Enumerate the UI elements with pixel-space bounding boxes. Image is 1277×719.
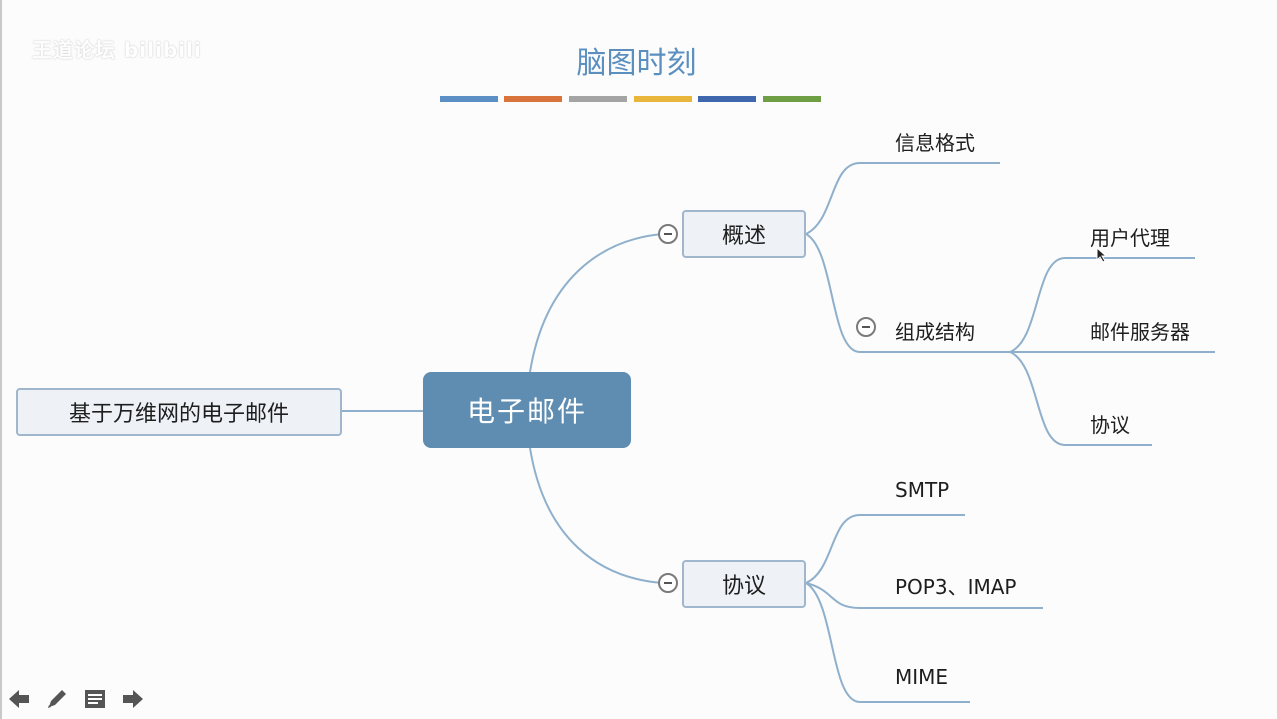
connector-user-agent [1009,257,1195,353]
connector-overview [529,233,663,373]
connector-info-format [805,162,1000,235]
connector-mime [805,582,970,703]
leaf-sub-protocol[interactable]: 协议 [1090,413,1130,437]
branch-overview-node[interactable]: 概述 [682,210,806,258]
arrow-right-icon[interactable] [120,686,146,712]
connector-structure [805,233,1010,353]
leaf-mail-server[interactable]: 邮件服务器 [1090,320,1190,344]
connector-sub-protocol [1009,351,1152,446]
arrow-left-icon[interactable] [6,686,32,712]
mouse-cursor-icon [1096,247,1108,263]
central-topic-label: 电子邮件 [466,395,587,428]
connector-smtp [805,514,965,584]
leaf-smtp[interactable]: SMTP [895,478,950,502]
collapse-structure-icon[interactable] [856,317,876,337]
color-bar [763,96,821,102]
leaf-structure[interactable]: 组成结构 [895,320,975,344]
pen-icon[interactable] [44,686,70,712]
leaf-user-agent[interactable]: 用户代理 [1090,226,1170,250]
color-bar [569,96,627,102]
color-bar [440,96,498,102]
leaf-mime[interactable]: MIME [895,665,949,689]
branch-protocol-label: 协议 [721,574,766,599]
color-bar [504,96,562,102]
left-topic-label: 基于万维网的电子邮件 [68,402,289,427]
branch-overview-label: 概述 [721,224,766,249]
branch-protocol-node[interactable]: 协议 [682,560,806,608]
slide-border [0,0,2,719]
color-bar [634,96,692,102]
connector-protocol [529,447,663,584]
collapse-protocol-icon[interactable] [658,573,678,593]
notes-icon[interactable] [82,686,108,712]
central-topic-node[interactable]: 电子邮件 [423,372,631,448]
player-toolbar [6,686,146,712]
leaf-pop3-imap[interactable]: POP3、IMAP [895,575,1017,599]
page-title: 脑图时刻 [576,46,697,81]
color-bar [698,96,756,102]
collapse-overview-icon[interactable] [658,224,678,244]
watermark: 王道论坛 bilibili [32,38,202,62]
leaf-info-format[interactable]: 信息格式 [895,131,975,155]
connector-pop3-imap [805,582,1043,609]
left-topic-node[interactable]: 基于万维网的电子邮件 [16,388,342,436]
